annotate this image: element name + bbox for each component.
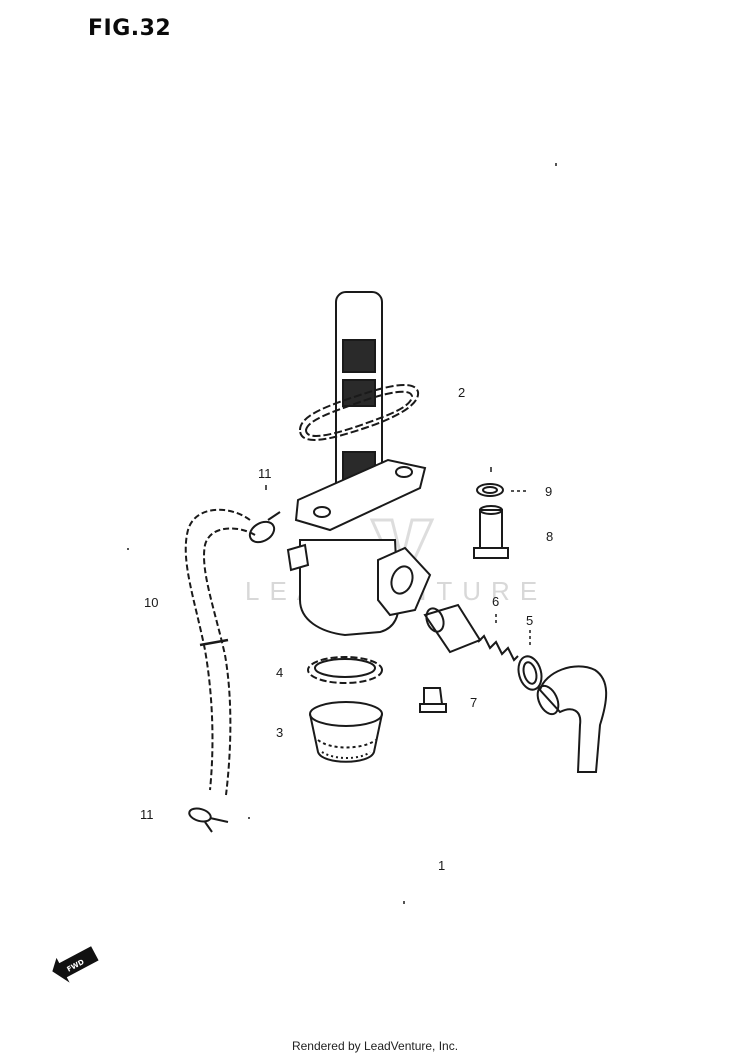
plug-part-7[interactable]: [419, 687, 447, 713]
clip-part-11-top[interactable]: [246, 511, 281, 546]
hose-part-10[interactable]: [184, 508, 256, 796]
fuel-cock-body-part-1[interactable]: [286, 291, 432, 637]
clip-part-11-bottom[interactable]: [188, 806, 229, 833]
callout-1: 1: [438, 858, 445, 873]
small-o-ring-part-9[interactable]: [476, 483, 504, 497]
callout-3: 3: [276, 725, 283, 740]
callout-2: 2: [458, 385, 465, 400]
leader-lines: [127, 163, 557, 904]
fwd-arrow-icon: FWD: [52, 946, 99, 983]
callout-8: 8: [546, 529, 553, 544]
outlet-elbow-icon: [536, 665, 608, 773]
callout-11-bottom: 11: [140, 807, 154, 822]
gasket-part-2[interactable]: [298, 384, 420, 441]
cap-part-6[interactable]: [423, 603, 482, 654]
figure-title: FIG.32: [88, 16, 172, 41]
callout-6: 6: [492, 594, 499, 609]
callout-5: 5: [526, 613, 533, 628]
callout-11-top: 11: [258, 466, 272, 481]
callout-10: 10: [144, 595, 158, 610]
callout-7: 7: [470, 695, 477, 710]
spring-icon: [477, 634, 519, 662]
footer-credit: Rendered by LeadVenture, Inc.: [291, 1039, 459, 1053]
o-ring-part-4[interactable]: [307, 656, 383, 684]
washer-part-5[interactable]: [515, 654, 545, 693]
filter-part-8[interactable]: [473, 505, 509, 559]
callout-9: 9: [545, 484, 552, 499]
callout-4: 4: [276, 665, 283, 680]
sediment-cup-part-3[interactable]: [309, 701, 383, 763]
